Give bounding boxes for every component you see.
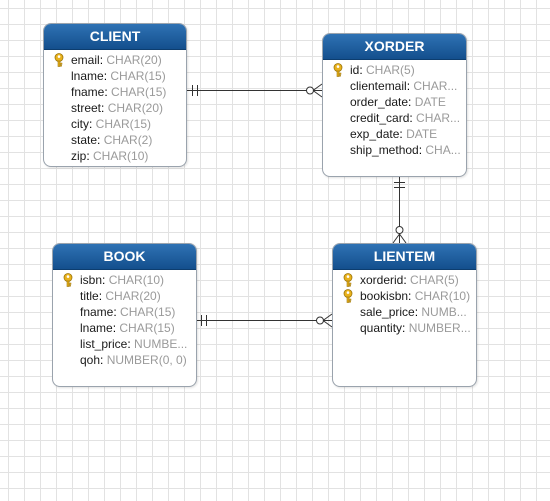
attribute-row[interactable]: order_date: DATE	[350, 95, 446, 109]
attribute-list: email: CHAR(20)lname: CHAR(15) fname: CHA…	[44, 50, 186, 164]
entity-title: CLIENT	[44, 24, 186, 50]
attribute-name: id	[350, 63, 360, 77]
attribute-name: bookisbn	[360, 289, 409, 303]
attribute-row[interactable]: fname: CHAR(15)	[80, 305, 176, 319]
relationship-xorder-lientem[interactable]	[392, 176, 407, 244]
attribute-type: CHAR(15)	[110, 69, 166, 83]
crow-foot	[312, 83, 323, 91]
attribute-type: CHAR(15)	[95, 117, 152, 131]
attribute-row[interactable]: zip: CHAR(10)	[71, 149, 149, 163]
key-icon	[52, 53, 66, 67]
entity-title: BOOK	[53, 244, 196, 270]
attribute-row[interactable]: title: CHAR(20)	[80, 289, 161, 303]
crow-foot	[322, 320, 333, 328]
entity-client[interactable]: CLIENT email: CHAR(20)lname: CHAR(15) fna…	[43, 23, 187, 167]
attribute-name: zip	[71, 149, 87, 163]
attribute-name: email	[71, 53, 100, 67]
attribute-type: DATE	[414, 95, 446, 109]
attribute-name: order_date	[350, 95, 409, 109]
relationship-book-lientem[interactable]	[196, 313, 333, 328]
attribute-name: exp_date	[350, 127, 400, 141]
attribute-row[interactable]: credit_card: CHAR...	[350, 111, 461, 125]
attribute-name: list_price	[80, 337, 128, 351]
attribute-type: CHAR(10)	[414, 289, 471, 303]
attribute-type: NUMBE...	[134, 337, 188, 351]
key-icon	[341, 289, 355, 303]
crow-foot	[392, 233, 400, 244]
relationship-client-xorder[interactable]	[186, 83, 323, 98]
attribute-row[interactable]: city: CHAR(15)	[71, 117, 152, 131]
attribute-type: NUMBER(0, 0)	[106, 353, 187, 367]
attribute-type: CHA...	[425, 143, 461, 157]
attribute-row[interactable]: list_price: NUMBE...	[80, 337, 188, 351]
attribute-type: CHAR(5)	[366, 63, 415, 77]
attribute-row[interactable]: qoh: NUMBER(0, 0)	[80, 353, 187, 367]
attribute-type: CHAR(15)	[120, 305, 176, 319]
attribute-type: CHAR(10)	[108, 273, 165, 287]
attribute-row[interactable]: clientemail: CHAR...	[350, 79, 458, 93]
attribute-list: isbn: CHAR(10)title: CHAR(20) fname: CHAR…	[53, 270, 196, 368]
attribute-type: CHAR(10)	[93, 149, 149, 163]
attribute-row[interactable]: xorderid: CHAR(5)	[333, 272, 476, 288]
attribute-name: state	[71, 133, 98, 147]
attribute-name: credit_card	[350, 111, 410, 125]
attribute-type: DATE	[406, 127, 438, 141]
attribute-row[interactable]: lname: CHAR(15)	[80, 321, 175, 335]
attribute-type: CHAR(15)	[119, 321, 175, 335]
entity-xorder[interactable]: XORDER id: CHAR(5)clientemail: CHAR... or…	[322, 33, 467, 177]
attribute-row[interactable]: ship_method: CHA...	[350, 143, 461, 157]
attribute-name: street	[71, 101, 102, 115]
attribute-row[interactable]: fname: CHAR(15)	[71, 85, 167, 99]
attribute-type: CHAR(2)	[103, 133, 153, 147]
key-icon	[341, 273, 355, 287]
crow-foot	[399, 233, 407, 244]
attribute-type: CHAR...	[416, 111, 461, 125]
entity-title: XORDER	[323, 34, 466, 60]
attribute-name: qoh	[80, 353, 101, 367]
attribute-type: CHAR...	[413, 79, 458, 93]
attribute-type: CHAR(15)	[111, 85, 167, 99]
attribute-name: title	[80, 289, 99, 303]
key-icon	[61, 273, 75, 287]
crow-foot	[322, 313, 333, 321]
key-icon	[331, 63, 345, 77]
attribute-row[interactable]: bookisbn: CHAR(10)	[333, 288, 476, 304]
entity-title: LIENTEM	[333, 244, 476, 270]
attribute-type: NUMBER...	[408, 321, 471, 335]
attribute-type: NUMB...	[421, 305, 467, 319]
crow-foot	[312, 90, 323, 98]
attribute-row[interactable]: quantity: NUMBER...	[360, 321, 471, 335]
attribute-name: city	[71, 117, 89, 131]
attribute-name: fname	[71, 85, 105, 99]
attribute-name: sale_price	[360, 305, 415, 319]
attribute-name: ship_method	[350, 143, 419, 157]
attribute-list: id: CHAR(5)clientemail: CHAR... order_dat…	[323, 60, 466, 158]
attribute-type: CHAR(20)	[105, 289, 161, 303]
attribute-type: CHAR(20)	[106, 53, 162, 67]
attribute-name: clientemail	[350, 79, 407, 93]
attribute-row[interactable]: email: CHAR(20)	[44, 52, 186, 68]
attribute-type: CHAR(20)	[107, 101, 164, 115]
attribute-row[interactable]: lname: CHAR(15)	[71, 69, 166, 83]
attribute-name: lname	[71, 69, 104, 83]
zero-mark	[395, 226, 404, 234]
attribute-list: xorderid: CHAR(5)bookisbn: CHAR(10)sale_…	[333, 270, 476, 336]
attribute-row[interactable]: isbn: CHAR(10)	[53, 272, 196, 288]
attribute-name: lname	[80, 321, 113, 335]
attribute-name: isbn	[80, 273, 103, 287]
attribute-name: fname	[80, 305, 114, 319]
attribute-name: xorderid	[360, 273, 404, 287]
attribute-row[interactable]: exp_date: DATE	[350, 127, 438, 141]
attribute-row[interactable]: street: CHAR(20)	[71, 101, 164, 115]
zero-mark	[316, 316, 324, 325]
attribute-row[interactable]: sale_price: NUMB...	[360, 305, 467, 319]
attribute-row[interactable]: state: CHAR(2)	[71, 133, 153, 147]
entity-book[interactable]: BOOK isbn: CHAR(10)title: CHAR(20) fname:…	[52, 243, 197, 387]
entity-lientem[interactable]: LIENTEM xorderid: CHAR(5)bookisbn: CHAR(…	[332, 243, 477, 387]
zero-mark	[306, 86, 314, 95]
attribute-type: CHAR(5)	[410, 273, 459, 287]
attribute-row[interactable]: id: CHAR(5)	[323, 62, 466, 78]
attribute-name: quantity	[360, 321, 403, 335]
